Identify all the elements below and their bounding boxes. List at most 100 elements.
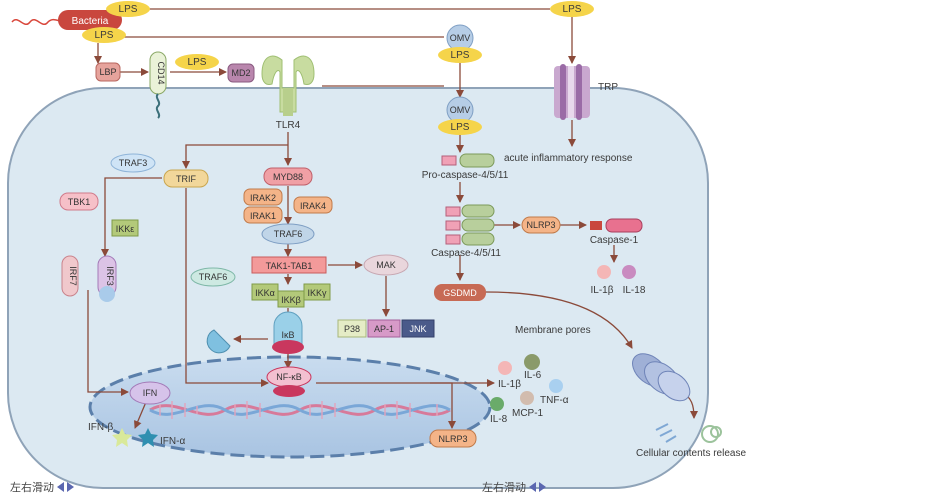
svg-text:TRAF6: TRAF6	[199, 272, 228, 282]
trp-channel: TRP	[554, 64, 618, 120]
ikb-fragment	[206, 329, 231, 354]
nfkb: NF-κB	[266, 366, 312, 397]
il1b-il18-cytosol: IL-1β IL-18	[591, 265, 646, 296]
cellular-contents: Cellular contents release	[636, 423, 746, 459]
svg-text:TRAF6: TRAF6	[274, 229, 303, 239]
svg-text:IRAK2: IRAK2	[250, 193, 276, 203]
acute-inflammatory-response: acute inflammatory response	[504, 153, 633, 164]
svg-text:TAK1-TAB1: TAK1-TAB1	[266, 261, 313, 271]
trp-label: TRP	[598, 82, 618, 93]
svg-text:IRAK4: IRAK4	[300, 201, 326, 211]
traf6-main: TRAF6	[261, 223, 315, 245]
procaspase: Pro-caspase-4/5/11	[422, 153, 509, 181]
cytokines: IL-1β IL-6 TNF-α MCP-1 IL-8	[490, 354, 569, 425]
irak2: IRAK2	[243, 188, 283, 206]
lps-md2: LPS	[175, 54, 219, 70]
svg-text:OMV: OMV	[450, 105, 471, 115]
svg-text:JNK: JNK	[409, 324, 426, 334]
ikb: IκB	[272, 311, 304, 354]
svg-text:IKKα: IKKα	[255, 288, 275, 298]
traf6-side: TRAF6	[190, 267, 236, 287]
ifn-alpha: IFN-α	[138, 428, 185, 447]
lps-top: LPS	[106, 1, 150, 17]
cd14: CD14	[149, 51, 167, 119]
svg-text:IκB: IκB	[281, 330, 294, 340]
lbp: LBP	[95, 62, 121, 82]
ifn: IFN	[129, 381, 171, 405]
mak: MAK	[363, 254, 409, 276]
svg-text:MYD88: MYD88	[273, 172, 303, 182]
tlr4-receptor: TLR4	[261, 55, 315, 131]
svg-text:LPS: LPS	[188, 57, 207, 68]
svg-text:LPS: LPS	[563, 4, 582, 15]
arrow-irf-ifn	[87, 290, 129, 396]
arrow-right-icon[interactable]	[67, 482, 74, 492]
membrane-pores-label: Membrane pores	[515, 325, 591, 336]
trif: TRIF	[163, 169, 209, 188]
svg-text:AP-1: AP-1	[374, 324, 394, 334]
caspase-1-label: Caspase-1	[590, 235, 639, 246]
svg-text:TRAF3: TRAF3	[119, 158, 148, 168]
svg-text:IRF7: IRF7	[68, 266, 78, 286]
svg-text:NLRP3: NLRP3	[526, 220, 555, 230]
swipe-hint-text: 左右滑动	[482, 482, 526, 494]
arrow-right-icon[interactable]	[539, 482, 546, 492]
svg-text:IKKγ: IKKγ	[307, 288, 327, 298]
svg-text:TNF-α: TNF-α	[540, 395, 569, 406]
nlrp3-cytosol: NLRP3	[521, 216, 561, 234]
traf3: TRAF3	[110, 153, 156, 173]
arrow-left-icon[interactable]	[57, 482, 64, 492]
svg-text:NLRP3: NLRP3	[438, 434, 467, 444]
swipe-hint-text: 左右滑动	[10, 482, 54, 494]
svg-text:LBP: LBP	[99, 67, 116, 77]
irf7: IRF7	[61, 255, 79, 297]
myd88: MYD88	[263, 167, 313, 186]
svg-text:NF-κB: NF-κB	[276, 372, 302, 382]
svg-text:IRF3: IRF3	[105, 266, 115, 286]
svg-text:LPS: LPS	[119, 4, 138, 15]
svg-text:MD2: MD2	[231, 68, 250, 78]
membrane-pore	[632, 353, 691, 402]
swipe-hint-right[interactable]: 左右滑动	[482, 479, 546, 495]
arrow-ifn-outputs	[134, 401, 147, 429]
svg-text:IFN: IFN	[143, 388, 158, 398]
bacteria-label: Bacteria	[72, 16, 109, 27]
procaspase-label: Pro-caspase-4/5/11	[422, 170, 509, 181]
arrow-trif-nfkb	[185, 188, 269, 387]
swipe-hint-left[interactable]: 左右滑动	[10, 479, 74, 495]
svg-text:TRIF: TRIF	[176, 174, 196, 184]
svg-text:IRAK1: IRAK1	[250, 211, 276, 221]
nlrp3-nucleus: NLRP3	[429, 429, 477, 448]
lps-right-top: LPS	[550, 1, 594, 17]
svg-text:LPS: LPS	[95, 30, 114, 41]
omv-inner: OMV LPS	[438, 96, 482, 135]
svg-text:P38: P38	[344, 324, 360, 334]
ikk-epsilon: IKKε	[111, 219, 139, 237]
svg-text:IL-8: IL-8	[490, 414, 508, 425]
tlr4-label: TLR4	[276, 120, 301, 131]
irak4: IRAK4	[293, 196, 333, 214]
arrow-left-icon[interactable]	[529, 482, 536, 492]
tak1-tab1: TAK1-TAB1	[251, 256, 327, 274]
dna-helix	[149, 401, 451, 419]
bacteria: Bacteria	[11, 10, 122, 30]
svg-text:GSDMD: GSDMD	[443, 288, 477, 298]
svg-text:LPS: LPS	[451, 50, 470, 61]
svg-text:IL-1β: IL-1β	[591, 285, 614, 296]
svg-text:MAK: MAK	[376, 260, 396, 270]
caspase-4-5-11-label: Caspase-4/5/11	[431, 248, 501, 259]
mapk-group: P38 AP-1 JNK	[337, 319, 435, 338]
ifn-beta: IFN-β	[88, 422, 132, 447]
svg-text:TBK1: TBK1	[68, 197, 91, 207]
svg-text:IKKβ: IKKβ	[281, 295, 301, 305]
arrow-tlr4-trif	[182, 144, 288, 169]
caspase-4-5-11: Caspase-4/5/11	[431, 204, 501, 259]
svg-text:OMV: OMV	[450, 33, 471, 43]
svg-text:LPS: LPS	[451, 122, 470, 133]
lps-bacteria-lower: LPS	[82, 27, 126, 43]
svg-text:MCP-1: MCP-1	[512, 408, 544, 419]
caspase-1: Caspase-1	[590, 218, 643, 246]
cellular-release-label: Cellular contents release	[636, 448, 746, 459]
arrow-nfkb-nlrp3	[430, 382, 456, 429]
